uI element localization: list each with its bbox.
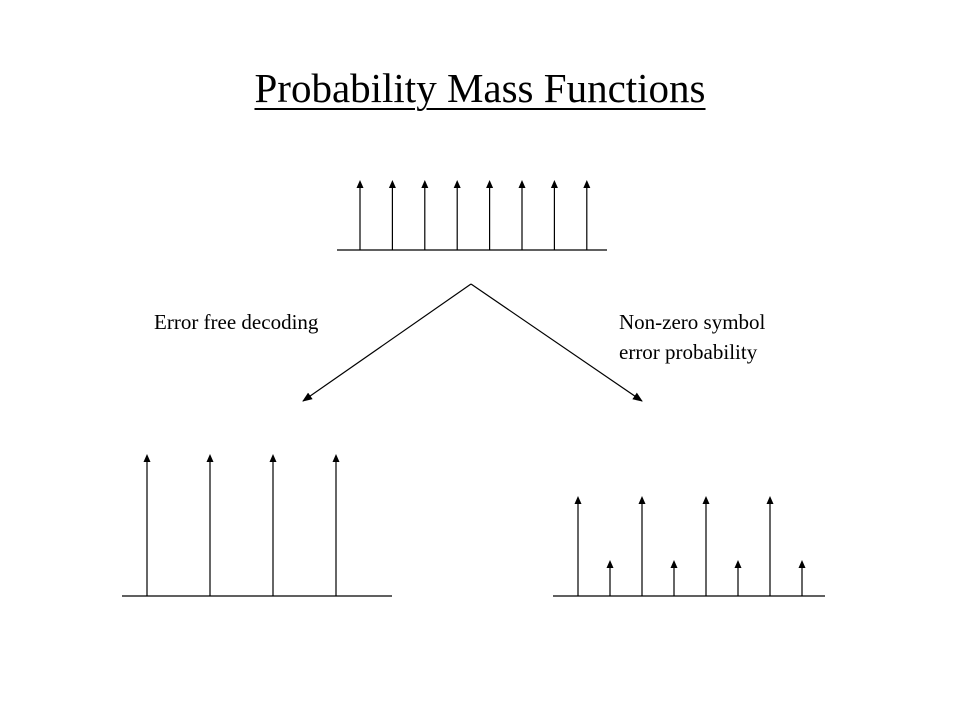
pmf-bottom-left-impulse-arrowhead: [143, 454, 151, 462]
pmf-bottom-right-impulse-arrowhead: [734, 560, 742, 568]
pmf-top-impulse-arrowhead: [356, 180, 364, 188]
branch-arrow-right: [470, 283, 643, 402]
pmf-top-impulse-arrowhead: [583, 180, 591, 188]
pmf-bottom-right-impulse-arrowhead: [798, 560, 806, 568]
nonzero-error-label-line2: error probability: [619, 340, 758, 364]
pmf-bottom-left-impulse-arrowhead: [206, 454, 214, 462]
nonzero-error-label: Non-zero symbol error probability: [619, 307, 765, 367]
pmf-top-impulse-arrowhead: [518, 180, 526, 188]
pmf-bottom-right-impulse-arrowhead: [638, 496, 646, 504]
branch-arrow-left: [302, 283, 472, 402]
pmf-bottom-right-impulse-arrowhead: [670, 560, 678, 568]
pmf-top-impulse-arrowhead: [486, 180, 494, 188]
pmf-bottom-right-impulse-arrowhead: [702, 496, 710, 504]
pmf-top: [337, 180, 607, 251]
pmf-top-impulse-arrowhead: [453, 180, 461, 188]
pmf-bottom-left-impulse-arrowhead: [269, 454, 277, 462]
pmf-bottom-left-impulse-arrowhead: [332, 454, 340, 462]
pmf-top-impulse-arrowhead: [388, 180, 396, 188]
pmf-top-impulse-arrowhead: [421, 180, 429, 188]
error-free-label: Error free decoding: [154, 310, 319, 334]
nonzero-error-label-line1: Non-zero symbol: [619, 310, 766, 334]
pmf-bottom-right-impulse-arrowhead: [606, 560, 614, 568]
page-title-text: Probability Mass Functions: [254, 65, 706, 111]
pmf-top-impulse-arrowhead: [550, 180, 558, 188]
pmf-bottom-right: [553, 496, 825, 597]
page-title: Probability Mass Functions: [0, 64, 960, 112]
pmf-bottom-right-impulse-arrowhead: [766, 496, 774, 504]
pmf-bottom-right-impulse-arrowhead: [574, 496, 582, 504]
pmf-bottom-left: [122, 454, 392, 597]
branch-arrows: [302, 283, 643, 402]
